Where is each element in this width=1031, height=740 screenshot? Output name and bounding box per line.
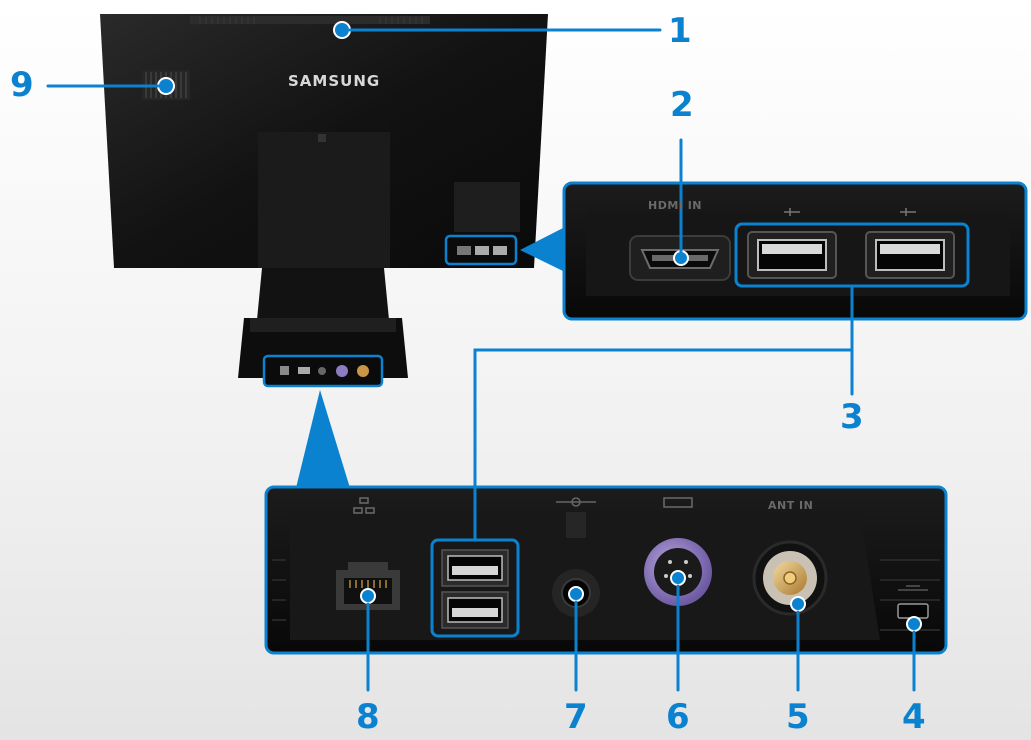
callout-number-1: 1	[668, 11, 692, 51]
callout-dot-9	[157, 77, 175, 95]
usb-port-side-2	[865, 231, 955, 279]
brand-logo: SAMSUNG	[288, 72, 381, 90]
lock-slot	[897, 603, 929, 619]
stand	[238, 268, 408, 388]
callout-number-6: 6	[666, 697, 690, 737]
usb-port-base-2	[441, 591, 509, 629]
zoom-panel-side	[562, 181, 1028, 321]
callout-dot-8	[360, 588, 376, 604]
network-icon	[353, 497, 375, 514]
headphone-icon	[556, 497, 596, 507]
lock-icon	[898, 585, 928, 591]
callout-dot-4	[906, 616, 922, 632]
antenna-port	[752, 540, 828, 616]
usb-port-base-1	[441, 549, 509, 587]
leader-lines	[46, 28, 916, 692]
callout-number-5: 5	[786, 697, 810, 737]
callout-number-3: 3	[840, 397, 864, 437]
callout-number-7: 7	[564, 697, 588, 737]
callout-dot-6	[670, 570, 686, 586]
keyboard-icon	[663, 497, 693, 508]
hdmi-in-label: HDMI IN	[648, 199, 703, 212]
usb-port-side-1	[747, 231, 837, 279]
callout-number-8: 8	[356, 697, 380, 737]
monitor-back	[100, 14, 548, 268]
zoom-wedge-top	[520, 227, 565, 272]
usb-icon	[784, 208, 916, 216]
zoom-panel-base	[264, 485, 948, 655]
zoom-wedge-bottom	[296, 390, 350, 488]
callout-number-9: 9	[10, 65, 34, 105]
callout-dot-7	[568, 586, 584, 602]
callout-dot-5	[790, 596, 806, 612]
callout-number-4: 4	[902, 697, 926, 737]
callout-number-2: 2	[670, 85, 694, 125]
ant-in-label: ANT IN	[768, 499, 814, 512]
vent-grille-top	[199, 17, 423, 24]
callout-dot-1	[333, 21, 351, 39]
